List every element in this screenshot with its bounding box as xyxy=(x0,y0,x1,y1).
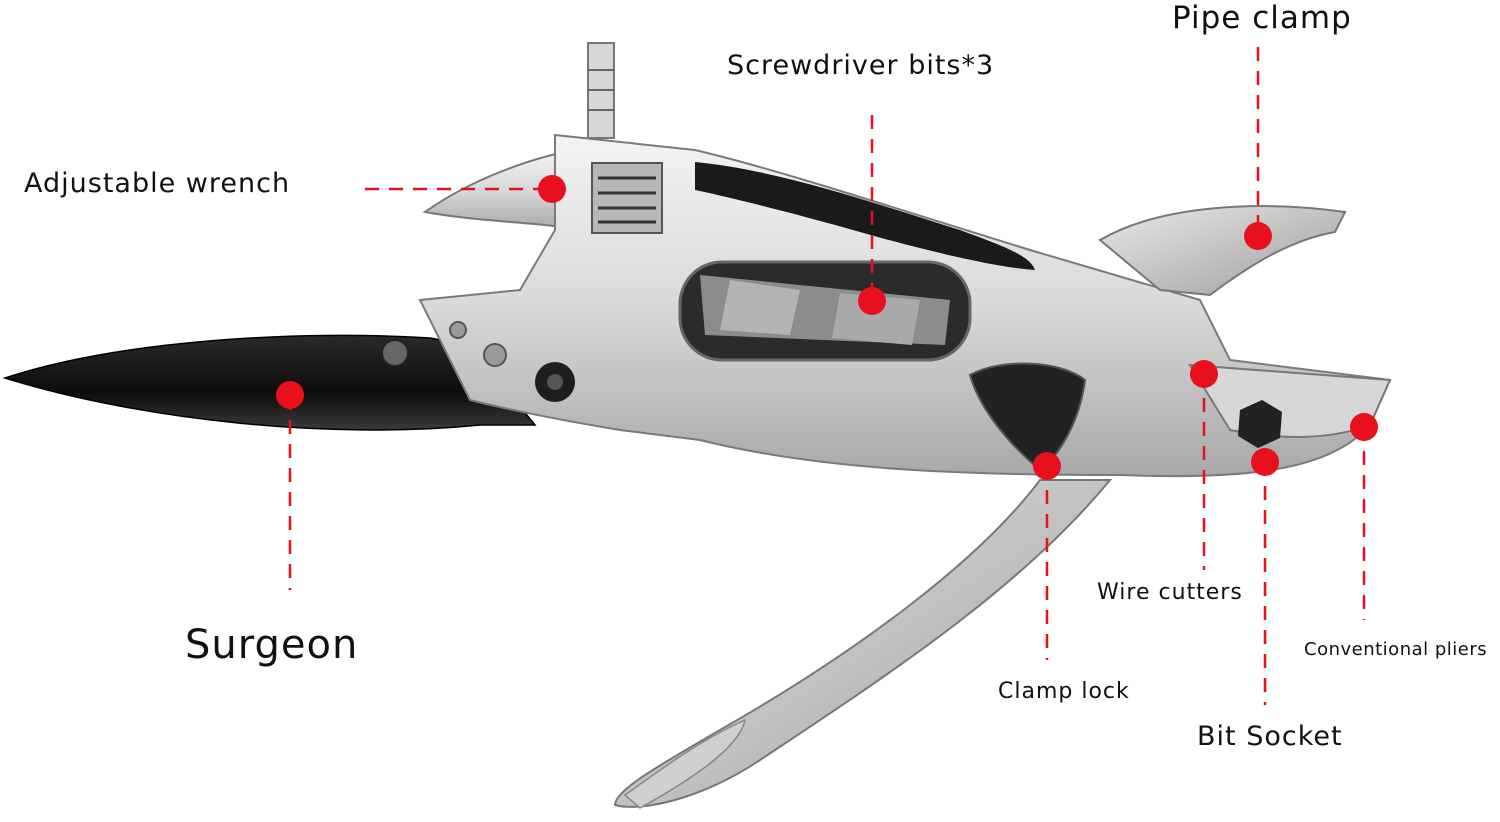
clamp-lock xyxy=(968,362,1087,472)
pipe-clamp-jaw xyxy=(1098,205,1347,297)
label-conventional-pliers: Conventional pliers xyxy=(1304,639,1488,660)
marker-wire-cutters xyxy=(1190,360,1218,388)
marker-screwdriver-bits xyxy=(858,287,886,315)
marker-conventional-pliers xyxy=(1350,413,1378,441)
marker-adjustable-wrench xyxy=(538,175,566,203)
marker-bit-socket xyxy=(1251,448,1279,476)
label-surgeon: Surgeon xyxy=(185,622,359,668)
label-adjustable-wrench: Adjustable wrench xyxy=(24,168,291,199)
label-wire-cutters: Wire cutters xyxy=(1097,580,1243,605)
label-screwdriver-bits: Screwdriver bits*3 xyxy=(727,50,995,81)
label-bit-socket: Bit Socket xyxy=(1197,721,1343,752)
marker-surgeon xyxy=(276,381,304,409)
label-clamp-lock: Clamp lock xyxy=(998,679,1130,704)
label-pipe-clamp: Pipe clamp xyxy=(1172,0,1352,36)
marker-pipe-clamp xyxy=(1244,222,1272,250)
black-grip xyxy=(695,162,1035,270)
marker-clamp-lock xyxy=(1033,452,1061,480)
lower-handle-tip xyxy=(623,718,747,809)
